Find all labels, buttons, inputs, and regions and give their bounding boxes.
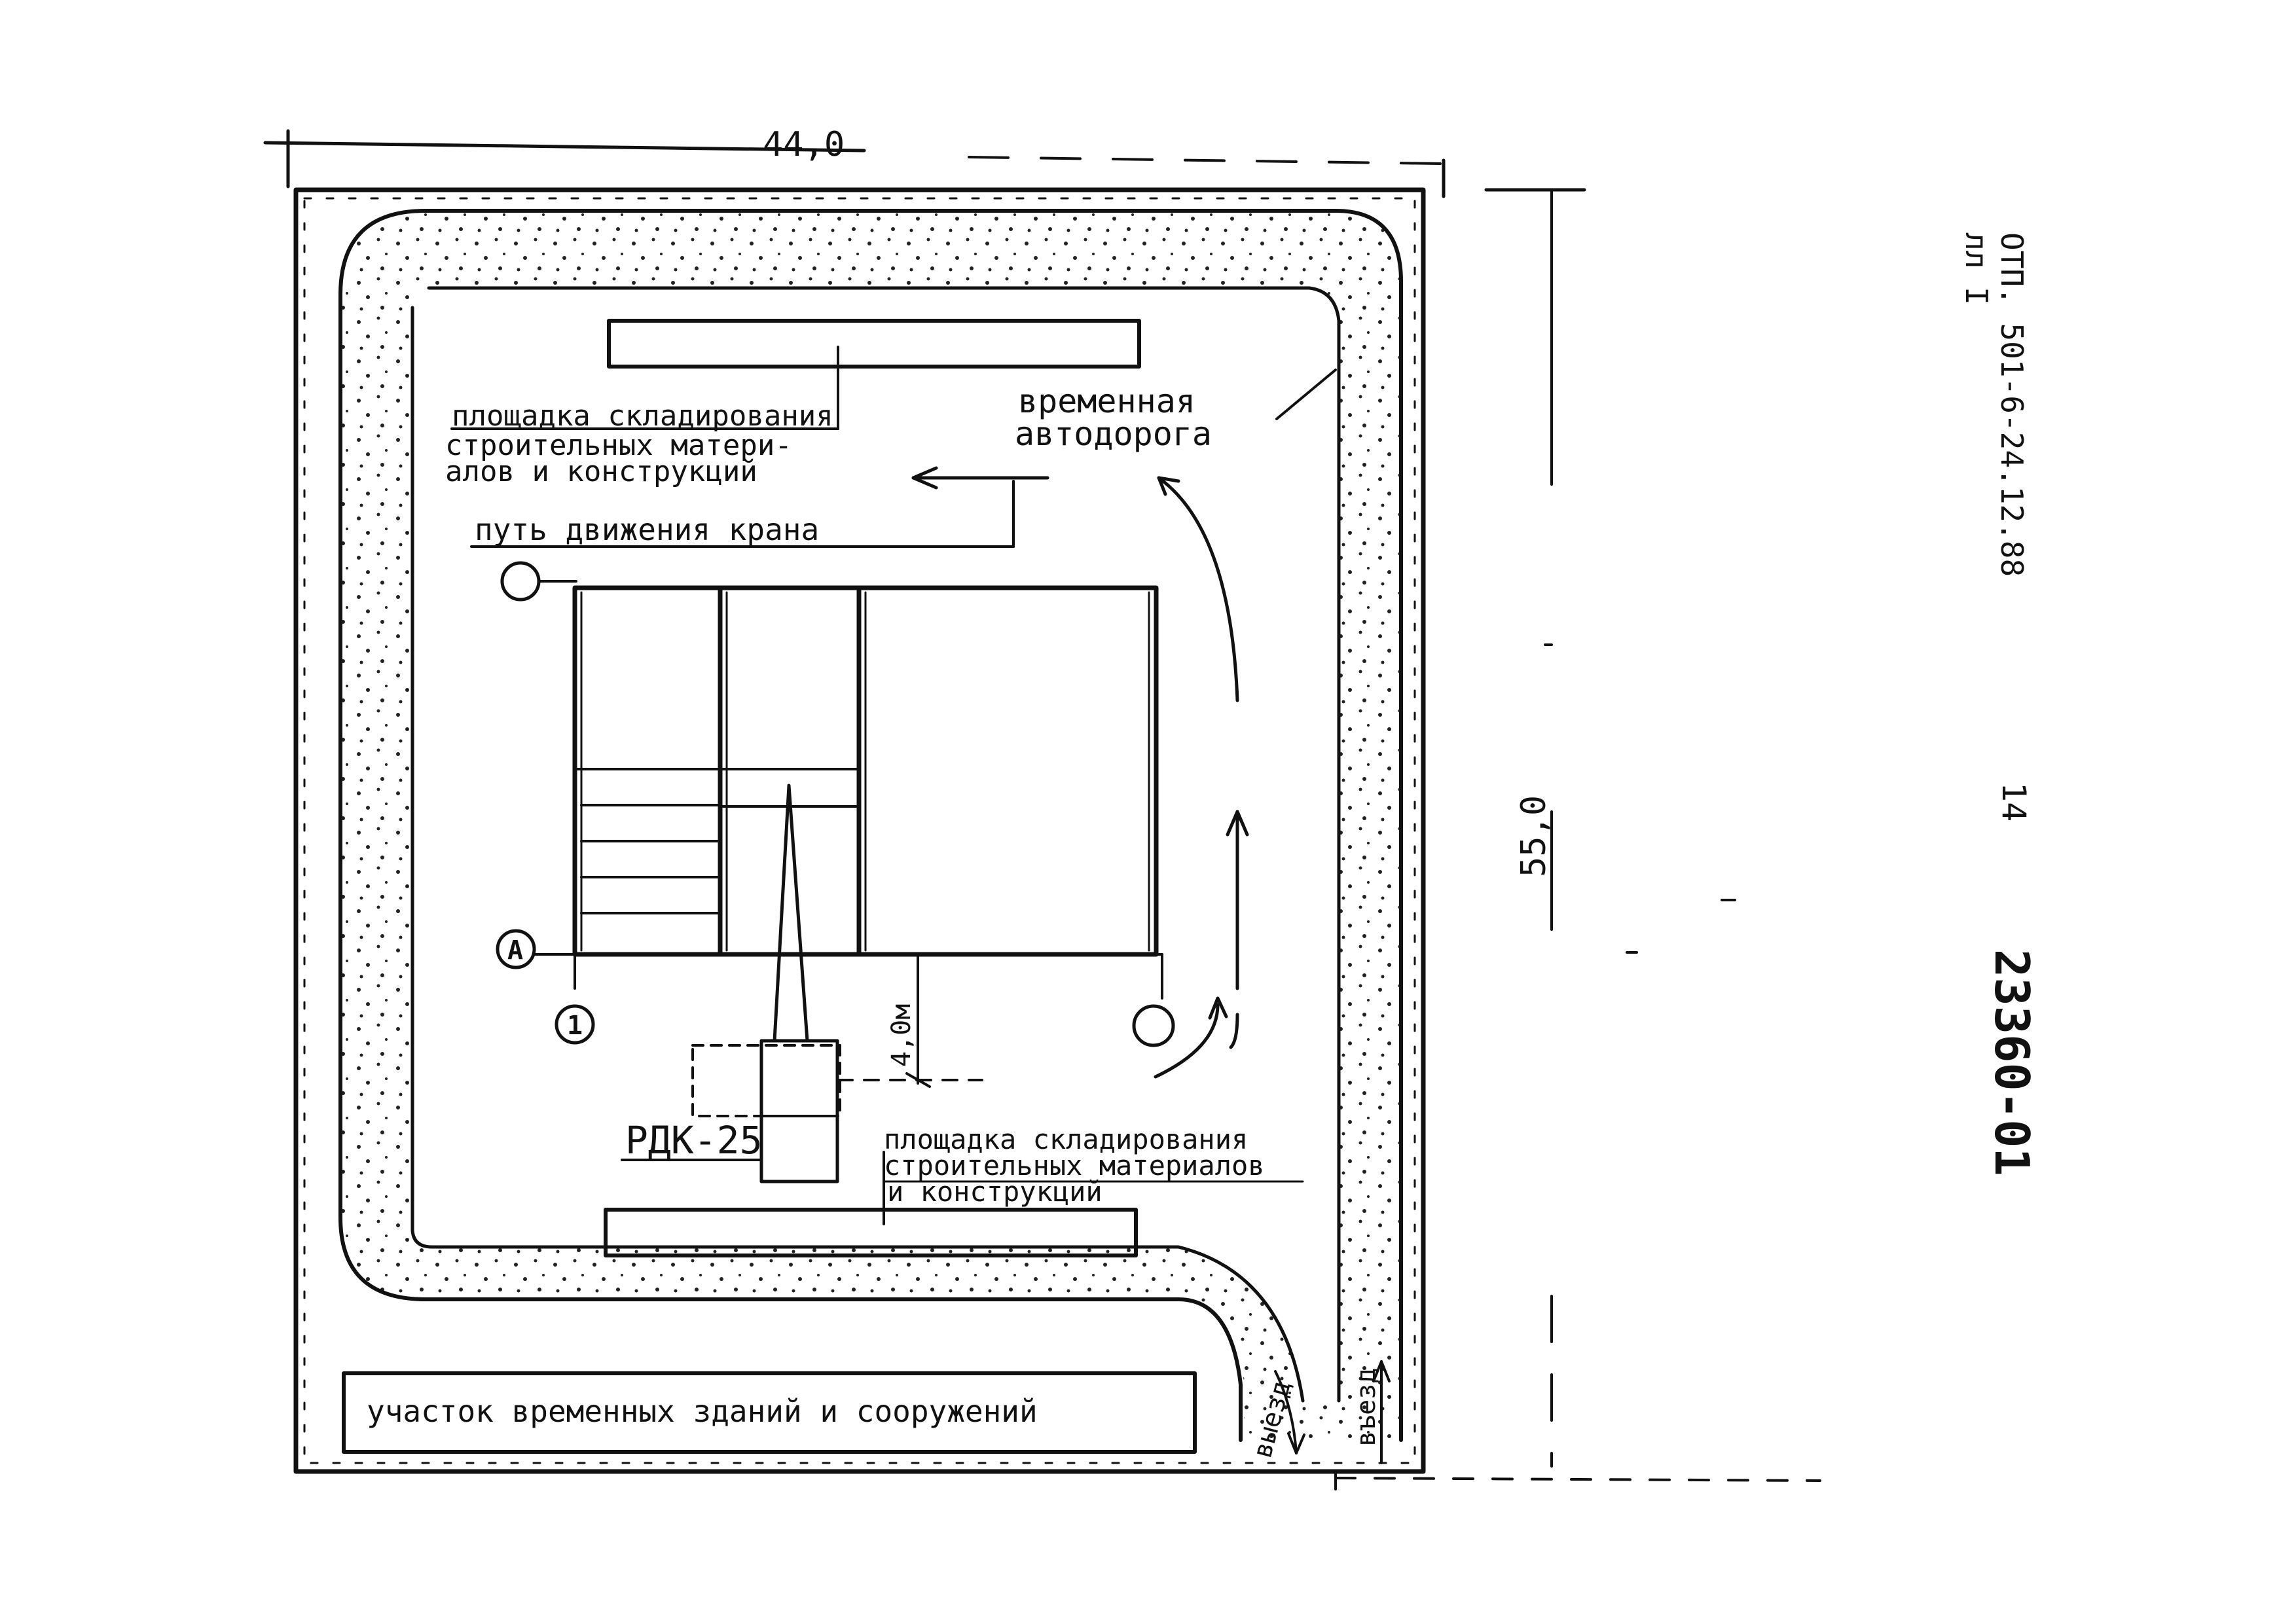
axis-row-marker xyxy=(496,929,536,969)
width-label: 44,0 xyxy=(763,125,845,164)
building-plan xyxy=(572,585,1159,957)
dimension-width: 44,0 xyxy=(263,125,1446,198)
svg-text:строительных матери-: строительных матери- xyxy=(445,429,792,462)
site-boundary xyxy=(293,187,1426,1474)
dimension-height: 55,0 xyxy=(1334,188,1821,1482)
svg-text:алов и конструкций: алов и конструкций xyxy=(445,455,757,488)
storage-area-top xyxy=(607,319,1141,369)
svg-text:строительных материалов: строительных материалов xyxy=(884,1149,1265,1182)
axis-column-label: 1 xyxy=(567,1011,583,1041)
traffic-arrows xyxy=(1154,476,1249,1079)
crane-name: РДК-25 xyxy=(625,1118,763,1163)
sheet-code-line1: ОТП. 501-6-24.12.88 xyxy=(1994,232,2030,577)
temporary-buildings-area: участок временных зданий и сооружений xyxy=(342,1371,1197,1454)
temporary-buildings-label: участок временных зданий и сооружений xyxy=(367,1394,1038,1429)
svg-text:площадка складирования: площадка складирования xyxy=(452,399,833,433)
svg-text:временная: временная xyxy=(1018,382,1195,420)
height-label: 55,0 xyxy=(1514,795,1554,877)
crane-offset-label: 4,0м xyxy=(886,1004,917,1067)
temporary-road-label: временная автодорога xyxy=(1015,369,1337,453)
crane-path-arrow: путь движения крана xyxy=(470,466,1049,548)
sheet-page-number: 14 xyxy=(1995,782,2033,822)
temporary-road xyxy=(338,209,1403,1442)
entry-label: въезд xyxy=(1351,1368,1381,1447)
storage-top-label: площадка складирования строительных мате… xyxy=(445,399,833,488)
axis-row-label: А xyxy=(507,935,523,965)
crane-path-label: путь движения крана xyxy=(475,512,819,547)
sheet-code-line2: лл I xyxy=(1959,232,1994,305)
svg-text:автодорога: автодорога xyxy=(1015,415,1212,453)
axis-column-marker xyxy=(555,1004,595,1045)
grid-axes: А 1 xyxy=(496,561,1175,1047)
svg-text:площадка складирования: площадка складирования xyxy=(884,1123,1248,1155)
crane-rdk25: РДК-25 4,0м xyxy=(621,784,983,1183)
sheet-code: ОТП. 501-6-24.12.88 лл I xyxy=(1959,232,2030,577)
storage-bottom-label: площадка складирования строительных мате… xyxy=(883,1123,1304,1208)
svg-text:и конструкций: и конструкций xyxy=(887,1176,1102,1208)
storage-area-bottom xyxy=(604,1208,1138,1257)
inventory-number: 23360-01 xyxy=(1984,949,2039,1176)
